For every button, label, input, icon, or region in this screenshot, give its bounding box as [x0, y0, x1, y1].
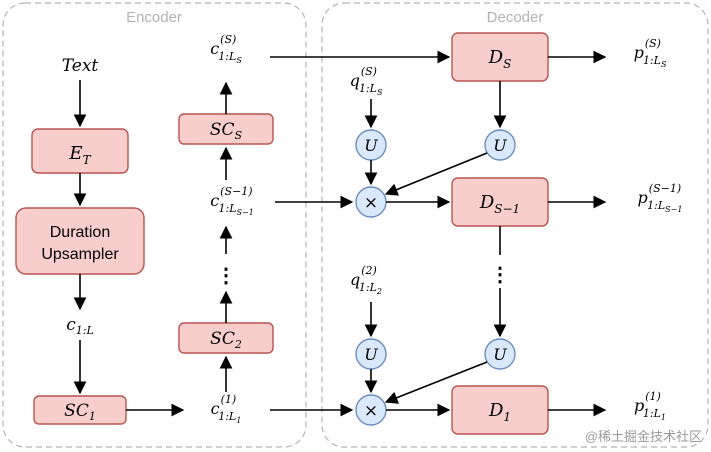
decoder-title: Decoder: [487, 9, 544, 26]
u-label-q2: U: [364, 345, 378, 364]
ds1-label: DS−1: [479, 192, 520, 216]
duration-upsampler-box: [15, 207, 145, 275]
d1-label: D1: [488, 400, 511, 424]
sc2-label: SC2: [210, 329, 242, 351]
encoder-group: [2, 2, 307, 448]
encoder-title: Encoder: [126, 9, 182, 26]
u-label-qS: U: [364, 136, 378, 155]
q2-label: q(2)1:L2: [350, 264, 382, 296]
pS1-label: p(S−1)1:LS−1: [638, 182, 683, 214]
arrow-u-d-to-multiply: [384, 361, 488, 404]
decoder-dots: ⋮: [490, 262, 510, 286]
c-sequence-label: c1:L: [66, 315, 94, 337]
cS1-label: c(S−1)1:LS−1: [210, 185, 254, 217]
p1-label: p(1)1:L1: [634, 390, 666, 422]
cS-label: c(S)1:LS: [210, 33, 242, 65]
duration-upsampler-label-line2: Upsampler: [41, 246, 119, 263]
sc1-label: SC1: [64, 401, 96, 423]
multiply-label-top: ×: [364, 193, 378, 213]
arrow-u-ds-to-multiply: [384, 152, 488, 196]
watermark: @稀土掘金技术社区: [585, 429, 702, 444]
decoder-group: [321, 2, 709, 448]
scS-label: SCS: [210, 120, 243, 142]
u-circle-d-bottom: [484, 338, 516, 370]
ds-label: DS: [488, 47, 512, 71]
u-circle-ds: [484, 129, 516, 161]
u-label-d-bottom: U: [493, 345, 507, 364]
et-label: ET: [68, 143, 91, 167]
multiply-label-bottom: ×: [364, 401, 378, 421]
duration-upsampler-label-line1: Duration: [50, 224, 110, 241]
c1-label: c(1)1:L1: [211, 393, 242, 425]
text-input-label: Text: [62, 56, 99, 76]
encoder-dots: ⋮: [216, 263, 236, 287]
u-label-ds: U: [493, 136, 507, 155]
qS-label: q(S)1:LS: [350, 65, 383, 97]
pS-label: p(S)1:LS: [634, 37, 667, 69]
